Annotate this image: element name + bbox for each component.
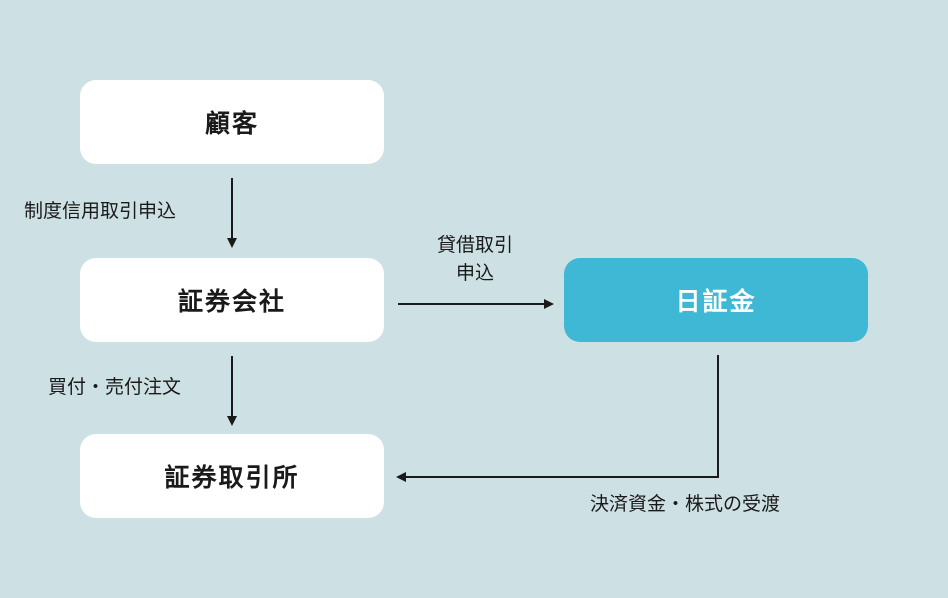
arrow-jsf-to-exchange	[396, 355, 719, 482]
node-customer: 顧客	[80, 80, 384, 164]
node-exchange-label: 証券取引所	[164, 463, 300, 492]
edge-label-margin-application: 制度信用取引申込	[24, 200, 177, 222]
edge-label-buy-sell-order: 買付・売付注文	[48, 376, 182, 398]
edge-label-lending-line2: 申込	[455, 261, 494, 284]
node-securities-company-label: 証券会社	[177, 287, 286, 316]
edge-label-lending-line1: 貸借取引	[436, 234, 513, 256]
edge-label-settlement: 決済資金・株式の受渡	[590, 493, 781, 515]
edge-label-lending: 貸借取引 申込	[424, 232, 526, 287]
node-securities-company: 証券会社	[80, 258, 384, 342]
node-customer-label: 顧客	[204, 109, 259, 138]
node-jsf-label: 日証金	[675, 287, 757, 316]
node-jsf: 日証金	[564, 258, 868, 342]
node-exchange: 証券取引所	[80, 434, 384, 518]
